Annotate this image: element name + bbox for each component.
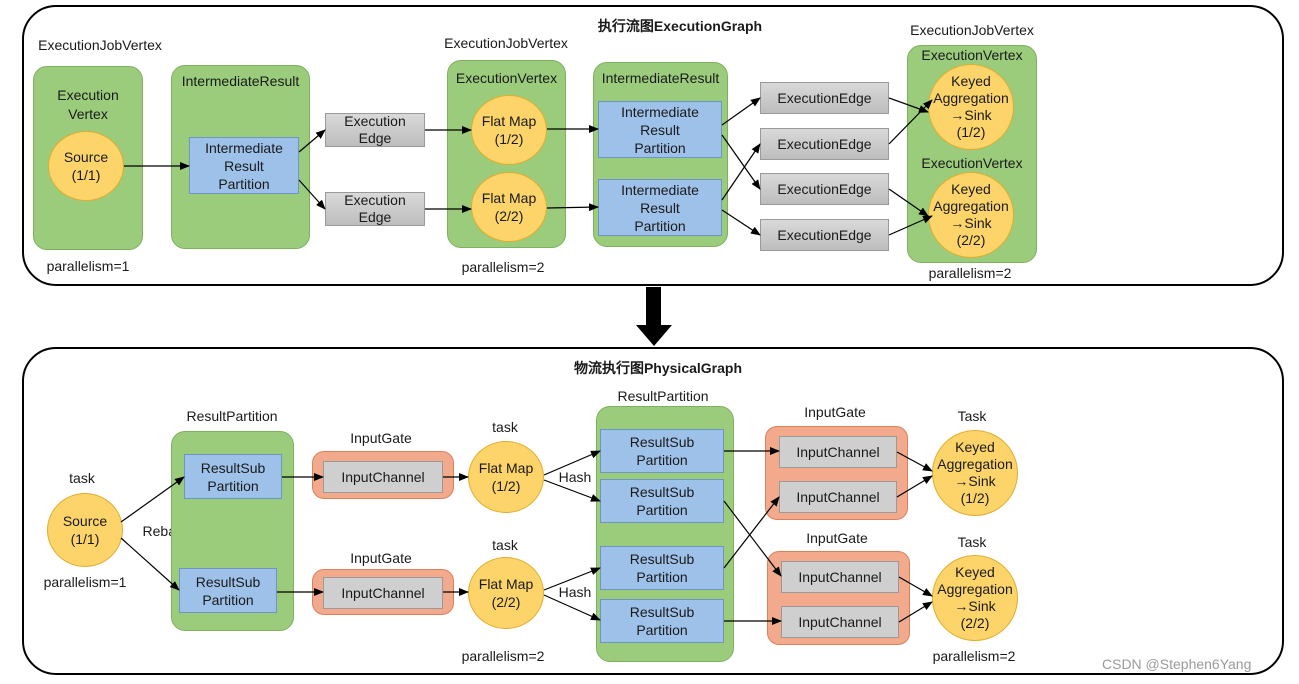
flatmap-parallelism: parallelism=2	[461, 259, 545, 275]
result-subpartition-1: ResultSub Partition	[184, 454, 282, 499]
input-gate-3-label: InputGate	[804, 404, 866, 420]
input-channel-4: InputChannel	[779, 481, 897, 513]
sink-jobvertex-label: ExecutionJobVertex	[910, 22, 1034, 38]
execution-edge-right-2: ExecutionEdge	[760, 128, 889, 160]
result-subpartition-6: ResultSub Partition	[600, 599, 724, 643]
execution-edge-right-1: ExecutionEdge	[760, 82, 889, 114]
intermediate-partition-1: Intermediate Result Partition	[598, 101, 722, 158]
physical-flatmap-circle-2: Flat Map (2/2)	[468, 557, 544, 629]
sink-vertex-label-2: ExecutionVertex	[921, 155, 1023, 171]
flatmap-vertex-label: ExecutionVertex	[455, 70, 558, 86]
physical-sink-circle-1: Keyed Aggregation →Sink (1/2)	[932, 430, 1018, 516]
sink-task-2-label: Task	[957, 534, 987, 550]
execution-graph-title: 执行流图ExecutionGraph	[597, 18, 763, 34]
sink-circle-1: Keyed Aggregation →Sink (1/2)	[928, 64, 1014, 150]
input-gate-4-label: InputGate	[806, 530, 868, 546]
result-partition-1-label: ResultPartition	[186, 408, 278, 424]
hash-label-2: Hash	[558, 584, 592, 600]
result-subpartition-5: ResultSub Partition	[600, 546, 724, 590]
physical-flatmap-circle-1: Flat Map (1/2)	[468, 441, 544, 513]
input-gate-2-label: InputGate	[350, 550, 412, 566]
execution-edge-2: Execution Edge	[325, 192, 425, 226]
source-circle: Source (1/1)	[48, 131, 124, 201]
result-subpartition-4: ResultSub Partition	[600, 479, 724, 523]
input-channel-3: InputChannel	[779, 436, 897, 468]
hash-label-1: Hash	[558, 469, 592, 485]
intermediate-result-partition: Intermediate Result Partition	[189, 137, 299, 194]
intermediate-result-2-label: IntermediateResult	[601, 70, 720, 86]
physical-graph-title: 物流执行图PhysicalGraph	[573, 360, 743, 376]
execution-edge-right-3: ExecutionEdge	[760, 173, 889, 205]
sink-task-1-label: Task	[957, 408, 987, 424]
watermark: CSDN @Stephen6Yang	[1102, 656, 1252, 672]
sink-circle-2: Keyed Aggregation →Sink (2/2)	[928, 172, 1014, 258]
sink-parallelism: parallelism=2	[928, 265, 1012, 281]
execution-edge-1: Execution Edge	[325, 113, 425, 147]
result-subpartition-2: ResultSub Partition	[179, 568, 277, 613]
source-task-label: task	[69, 470, 95, 486]
input-channel-1: InputChannel	[323, 461, 443, 493]
flatmap-circle-1: Flat Map (1/2)	[471, 95, 547, 165]
source-parallelism: parallelism=1	[46, 258, 130, 274]
intermediate-result-1-label: IntermediateResult	[181, 73, 300, 89]
input-channel-5: InputChannel	[781, 561, 899, 593]
source-vertex-label: Execution Vertex	[57, 87, 119, 122]
physical-flatmap-parallelism: parallelism=2	[461, 648, 545, 664]
execution-edge-right-4: ExecutionEdge	[760, 219, 889, 251]
result-subpartition-3: ResultSub Partition	[600, 429, 724, 473]
flatmap-task-2-label: task	[492, 537, 518, 553]
physical-sink-circle-2: Keyed Aggregation →Sink (2/2)	[932, 555, 1018, 641]
flatmap-circle-2: Flat Map (2/2)	[471, 172, 547, 242]
input-gate-1-label: InputGate	[350, 430, 412, 446]
result-partition-2-label: ResultPartition	[617, 388, 709, 404]
sink-vertex-label-1: ExecutionVertex	[921, 47, 1023, 63]
input-channel-2: InputChannel	[323, 577, 443, 609]
source-jobvertex-label: ExecutionJobVertex	[38, 37, 162, 53]
physical-source-parallelism: parallelism=1	[43, 574, 127, 590]
input-channel-6: InputChannel	[781, 606, 899, 638]
intermediate-partition-2: Intermediate Result Partition	[598, 179, 722, 236]
physical-sink-parallelism: parallelism=2	[932, 648, 1016, 664]
flatmap-jobvertex-label: ExecutionJobVertex	[444, 35, 568, 51]
physical-source-circle: Source (1/1)	[47, 493, 123, 567]
flatmap-task-1-label: task	[492, 419, 518, 435]
